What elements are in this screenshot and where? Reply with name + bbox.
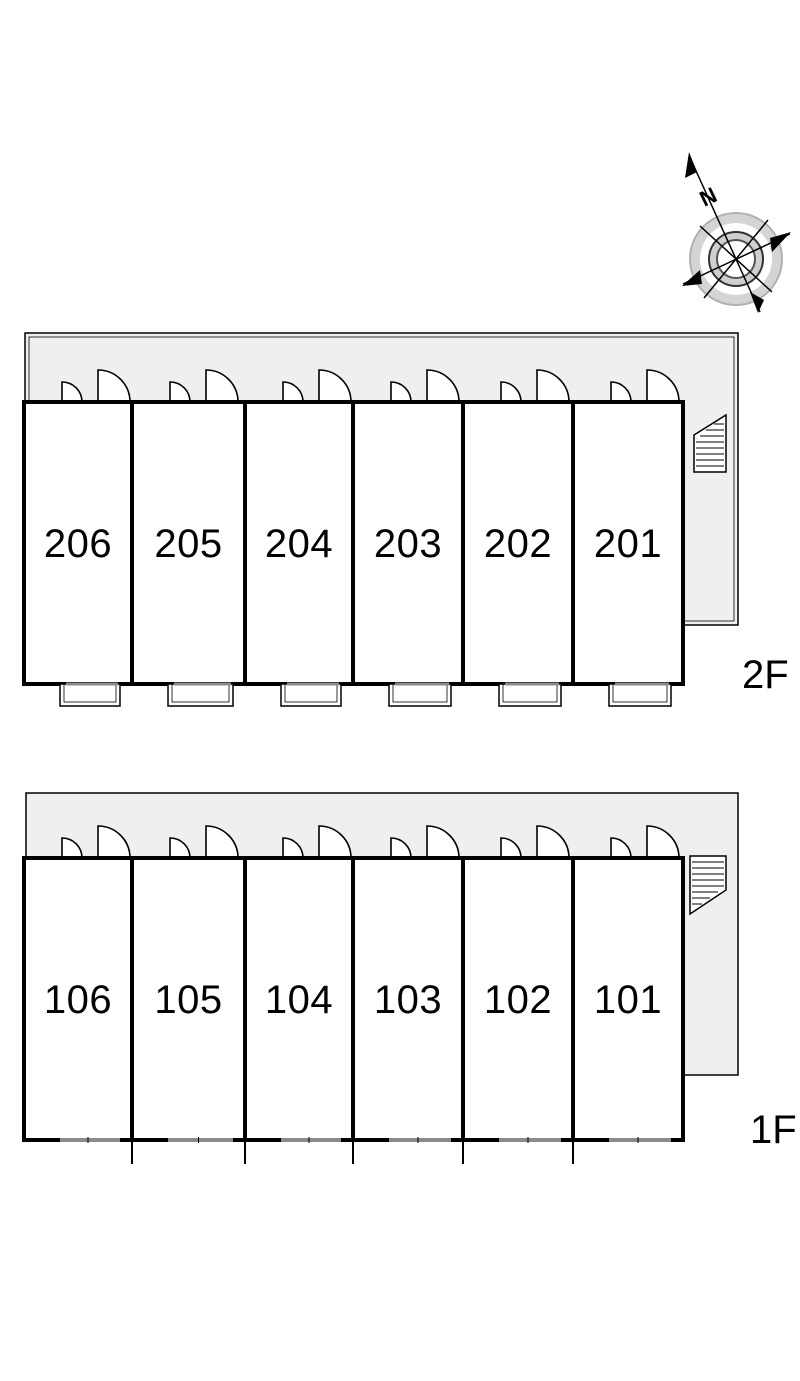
room-105 xyxy=(130,856,247,1142)
floor-label-2f: 2F xyxy=(742,653,789,697)
room-104 xyxy=(243,856,355,1142)
window-104 xyxy=(281,1137,341,1143)
door-201 xyxy=(610,369,680,403)
unit-203: 203 xyxy=(351,369,465,707)
compass-north-letter: N xyxy=(696,182,721,211)
door-204 xyxy=(282,369,352,403)
unit-label-206: 206 xyxy=(44,522,112,566)
window-206 xyxy=(59,682,121,707)
door-203 xyxy=(390,369,460,403)
unit-201: 201 xyxy=(571,369,685,707)
door-202 xyxy=(500,369,570,403)
window-102 xyxy=(499,1137,561,1143)
units-1f: 106 105 104 103 102 101 xyxy=(22,825,685,1164)
north-arrow-compass-icon xyxy=(682,152,791,313)
unit-label-103: 103 xyxy=(374,978,442,1022)
unit-103: 103 xyxy=(351,825,465,1143)
unit-106: 106 xyxy=(22,825,134,1143)
door-105 xyxy=(169,825,239,859)
door-103 xyxy=(390,825,460,859)
door-101 xyxy=(610,825,680,859)
unit-104: 104 xyxy=(243,825,355,1143)
room-106 xyxy=(22,856,134,1142)
unit-label-105: 105 xyxy=(154,978,222,1022)
window-101 xyxy=(609,1137,671,1143)
unit-206: 206 xyxy=(22,369,134,707)
unit-101: 101 xyxy=(571,825,685,1143)
door-102 xyxy=(500,825,570,859)
room-201 xyxy=(571,400,685,686)
staircase-1f xyxy=(689,855,727,916)
compass: N xyxy=(682,152,791,313)
unit-105: 105 xyxy=(130,825,247,1143)
window-203 xyxy=(388,682,452,707)
unit-label-202: 202 xyxy=(484,522,552,566)
unit-102: 102 xyxy=(461,825,575,1143)
room-102 xyxy=(461,856,575,1142)
unit-label-104: 104 xyxy=(265,978,333,1022)
window-201 xyxy=(608,682,672,707)
room-206 xyxy=(22,400,134,686)
door-104 xyxy=(282,825,352,859)
unit-label-102: 102 xyxy=(484,978,552,1022)
window-105 xyxy=(168,1137,233,1143)
floor-2f: 206 205 204 203 202 201 2F xyxy=(22,332,789,707)
unit-label-203: 203 xyxy=(374,522,442,566)
staircase-2f xyxy=(693,413,727,473)
window-103 xyxy=(389,1137,451,1143)
door-206 xyxy=(61,369,131,403)
unit-label-201: 201 xyxy=(594,522,662,566)
units-2f: 206 205 204 203 202 201 xyxy=(22,369,685,707)
unit-205: 205 xyxy=(130,369,247,707)
window-106 xyxy=(60,1137,120,1143)
unit-label-204: 204 xyxy=(265,522,333,566)
unit-label-101: 101 xyxy=(594,978,662,1022)
window-202 xyxy=(498,682,562,707)
unit-204: 204 xyxy=(243,369,355,707)
room-101 xyxy=(571,856,685,1142)
door-205 xyxy=(169,369,239,403)
window-205 xyxy=(167,682,234,707)
floor-label-1f: 1F xyxy=(750,1108,797,1152)
window-204 xyxy=(280,682,342,707)
door-106 xyxy=(61,825,131,859)
unit-label-106: 106 xyxy=(44,978,112,1022)
unit-202: 202 xyxy=(461,369,575,707)
floor-1f: 106 105 104 103 102 101 1F xyxy=(22,792,797,1164)
unit-label-205: 205 xyxy=(154,522,222,566)
